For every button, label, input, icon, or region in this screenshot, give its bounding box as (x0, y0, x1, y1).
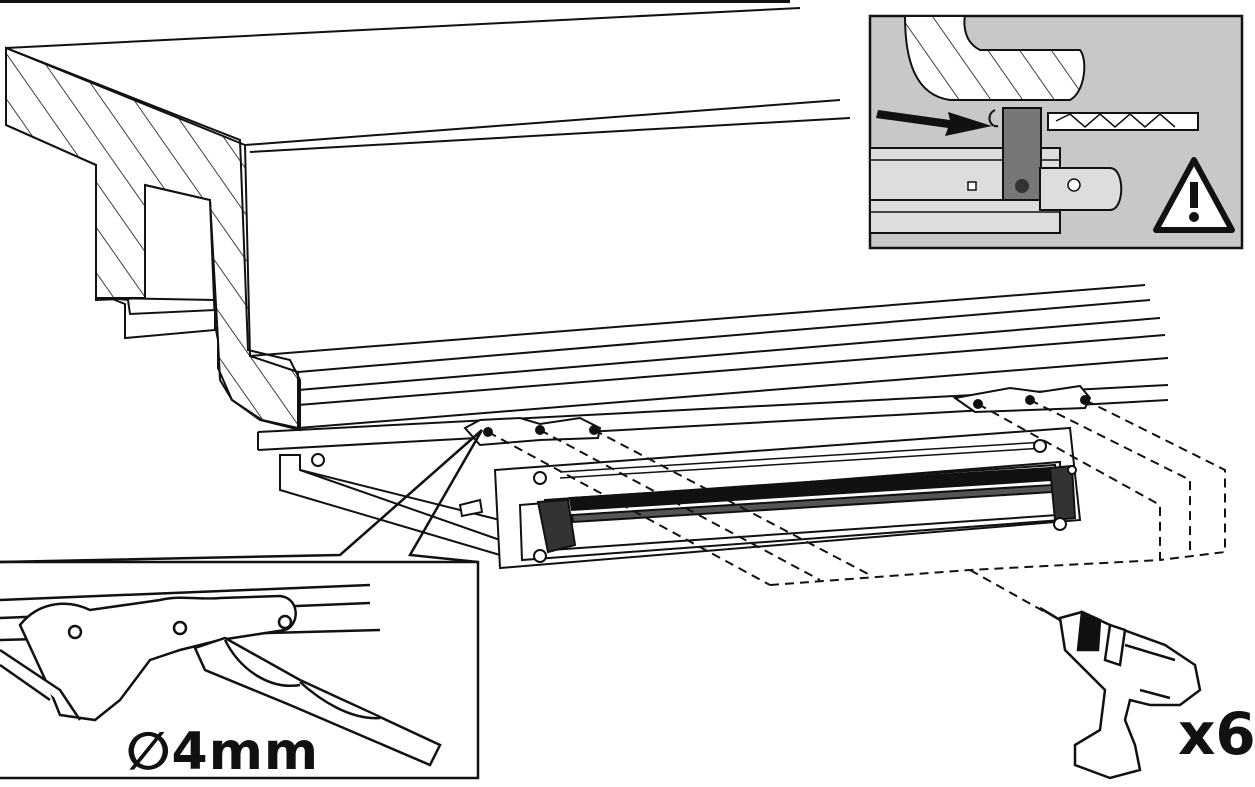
warning-inset (868, 14, 1244, 250)
zoom-detail (0, 583, 442, 767)
side-rail (109, 297, 216, 340)
drill-guide-lines (487, 399, 1226, 613)
repeat-count-label: x6 (1178, 700, 1255, 768)
zoom-callout (0, 429, 484, 780)
drill-diameter-label: ∅4mm (126, 722, 320, 782)
arrow-icon (876, 110, 992, 136)
right-mounting-bracket (952, 384, 1092, 414)
drill-icon (1039, 606, 1202, 780)
warning-icon (1153, 157, 1235, 233)
under-cabinet-unit (458, 426, 1082, 570)
left-mounting-bracket (463, 416, 602, 447)
